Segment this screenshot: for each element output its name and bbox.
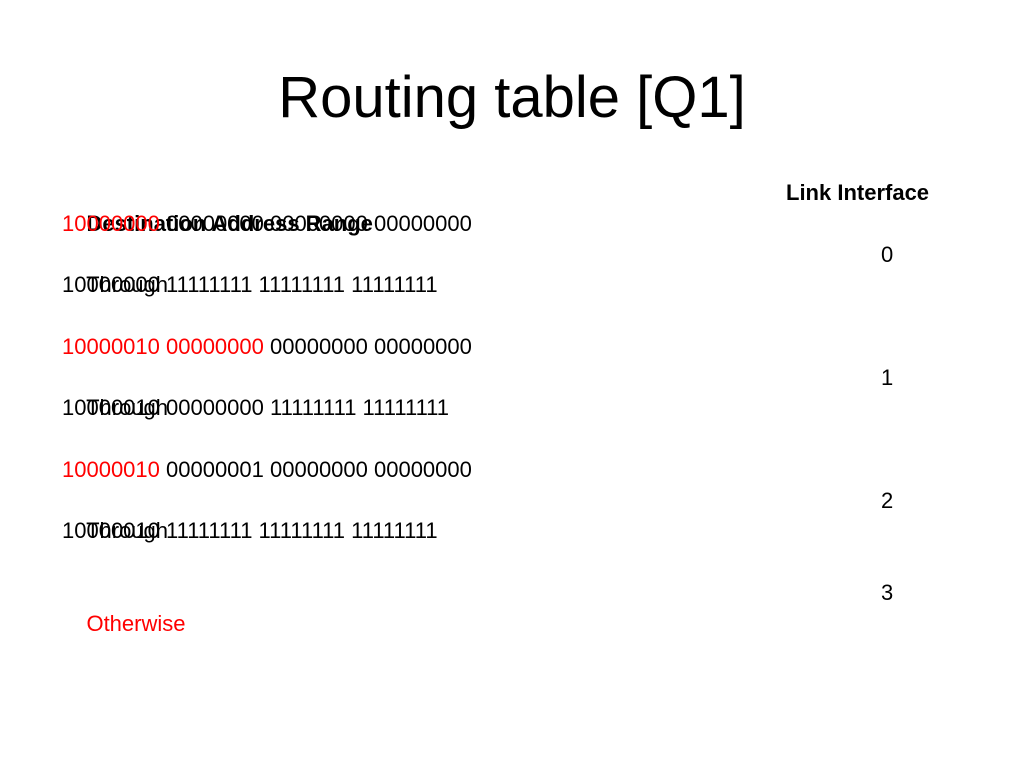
range-start-row: 10000000 00000000 00000000 00000000	[62, 209, 962, 240]
otherwise-row: Otherwise 3	[62, 578, 962, 636]
prefix-bits: 10000000	[62, 210, 160, 236]
through-label: Through	[86, 272, 169, 298]
prefix-bits: 10000010 00000000	[62, 333, 264, 359]
spacer	[62, 301, 962, 332]
link-interface-value: 3	[881, 579, 894, 605]
table-header-row: Destination Address Range Link Interface	[62, 178, 962, 236]
range-end-address: 10000010 00000000 11111111 11111111	[62, 395, 450, 421]
link-interface-value: 1	[881, 364, 894, 390]
through-label: Through	[86, 395, 169, 421]
prefix-bits: 10000010	[62, 456, 160, 482]
otherwise-label: Otherwise	[86, 610, 186, 636]
range-start-row: 10000010 00000001 00000000 00000000	[62, 455, 962, 486]
range-end-row: 10000000 11111111 11111111 11111111	[62, 270, 962, 301]
range-start-row: 10000010 00000000 00000000 00000000	[62, 332, 962, 363]
remaining-bits: 00000000 00000000 00000000	[159, 210, 472, 236]
through-row: Through 2	[62, 486, 962, 544]
link-interface-value: 2	[881, 487, 894, 513]
remaining-bits: 00000000 00000000	[263, 333, 472, 359]
through-row: Through 1	[62, 363, 962, 421]
remaining-bits: 00000001 00000000 00000000	[159, 456, 472, 482]
routing-table: Destination Address Range Link Interface…	[62, 178, 962, 636]
link-interface-header: Link Interface	[786, 180, 930, 205]
range-end-row: 10000010 00000000 11111111 11111111	[62, 393, 962, 424]
range-end-address: 10000010 11111111 11111111 11111111	[62, 518, 438, 544]
link-interface-value: 0	[881, 241, 894, 267]
range-end-address: 10000000 11111111 11111111 11111111	[62, 272, 438, 298]
range-end-row: 10000010 11111111 11111111 11111111	[62, 516, 962, 547]
spacer	[62, 424, 962, 455]
destination-range-header: Destination Address Range	[86, 210, 373, 236]
spacer	[62, 547, 962, 578]
slide-title: Routing table [Q1]	[278, 65, 746, 130]
through-row: Through 0	[62, 240, 962, 298]
through-label: Through	[86, 518, 169, 544]
